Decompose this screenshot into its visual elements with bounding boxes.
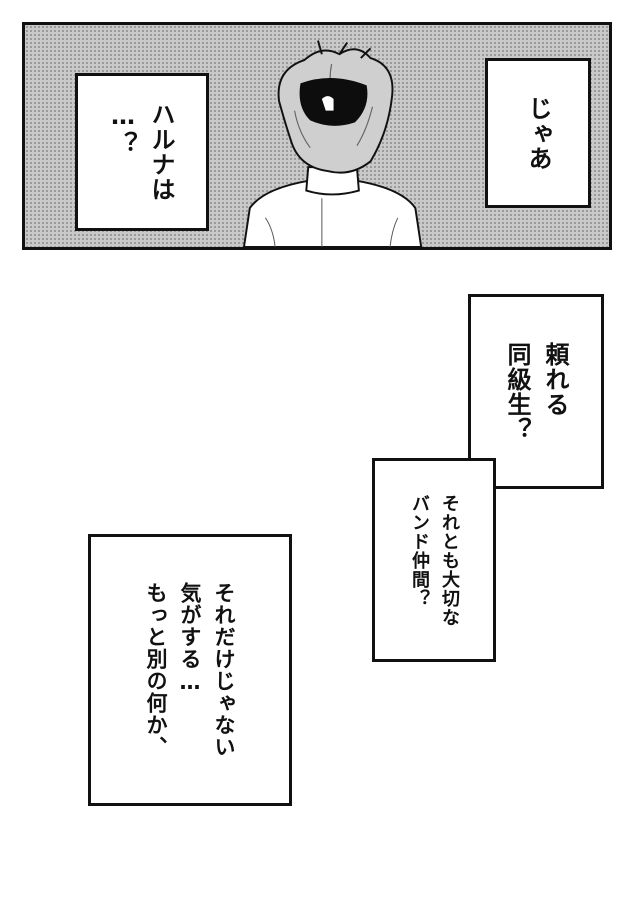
caption-text-upper-right: 頼れる 同級生？ [503,341,569,442]
caption-text-middle: それとも大切な バンド仲間？ [409,493,460,627]
caption-text-lower-left: それだけじゃない 気がする… もっと別の何か、 [144,582,236,758]
caption-box-upper-right: 頼れる 同級生？ [468,294,604,489]
top-panel: ハルナは …？ じゃあ [22,22,612,250]
speech-bubble-left: ハルナは …？ [75,73,209,231]
caption-box-lower-left: それだけじゃない 気がする… もっと別の何か、 [88,534,292,806]
speech-bubble-right: じゃあ [485,58,591,208]
speech-text-left: ハルナは …？ [109,102,175,202]
character-back-illustration [242,40,423,247]
speech-text-right: じゃあ [524,95,552,171]
caption-box-middle: それとも大切な バンド仲間？ [372,458,496,662]
